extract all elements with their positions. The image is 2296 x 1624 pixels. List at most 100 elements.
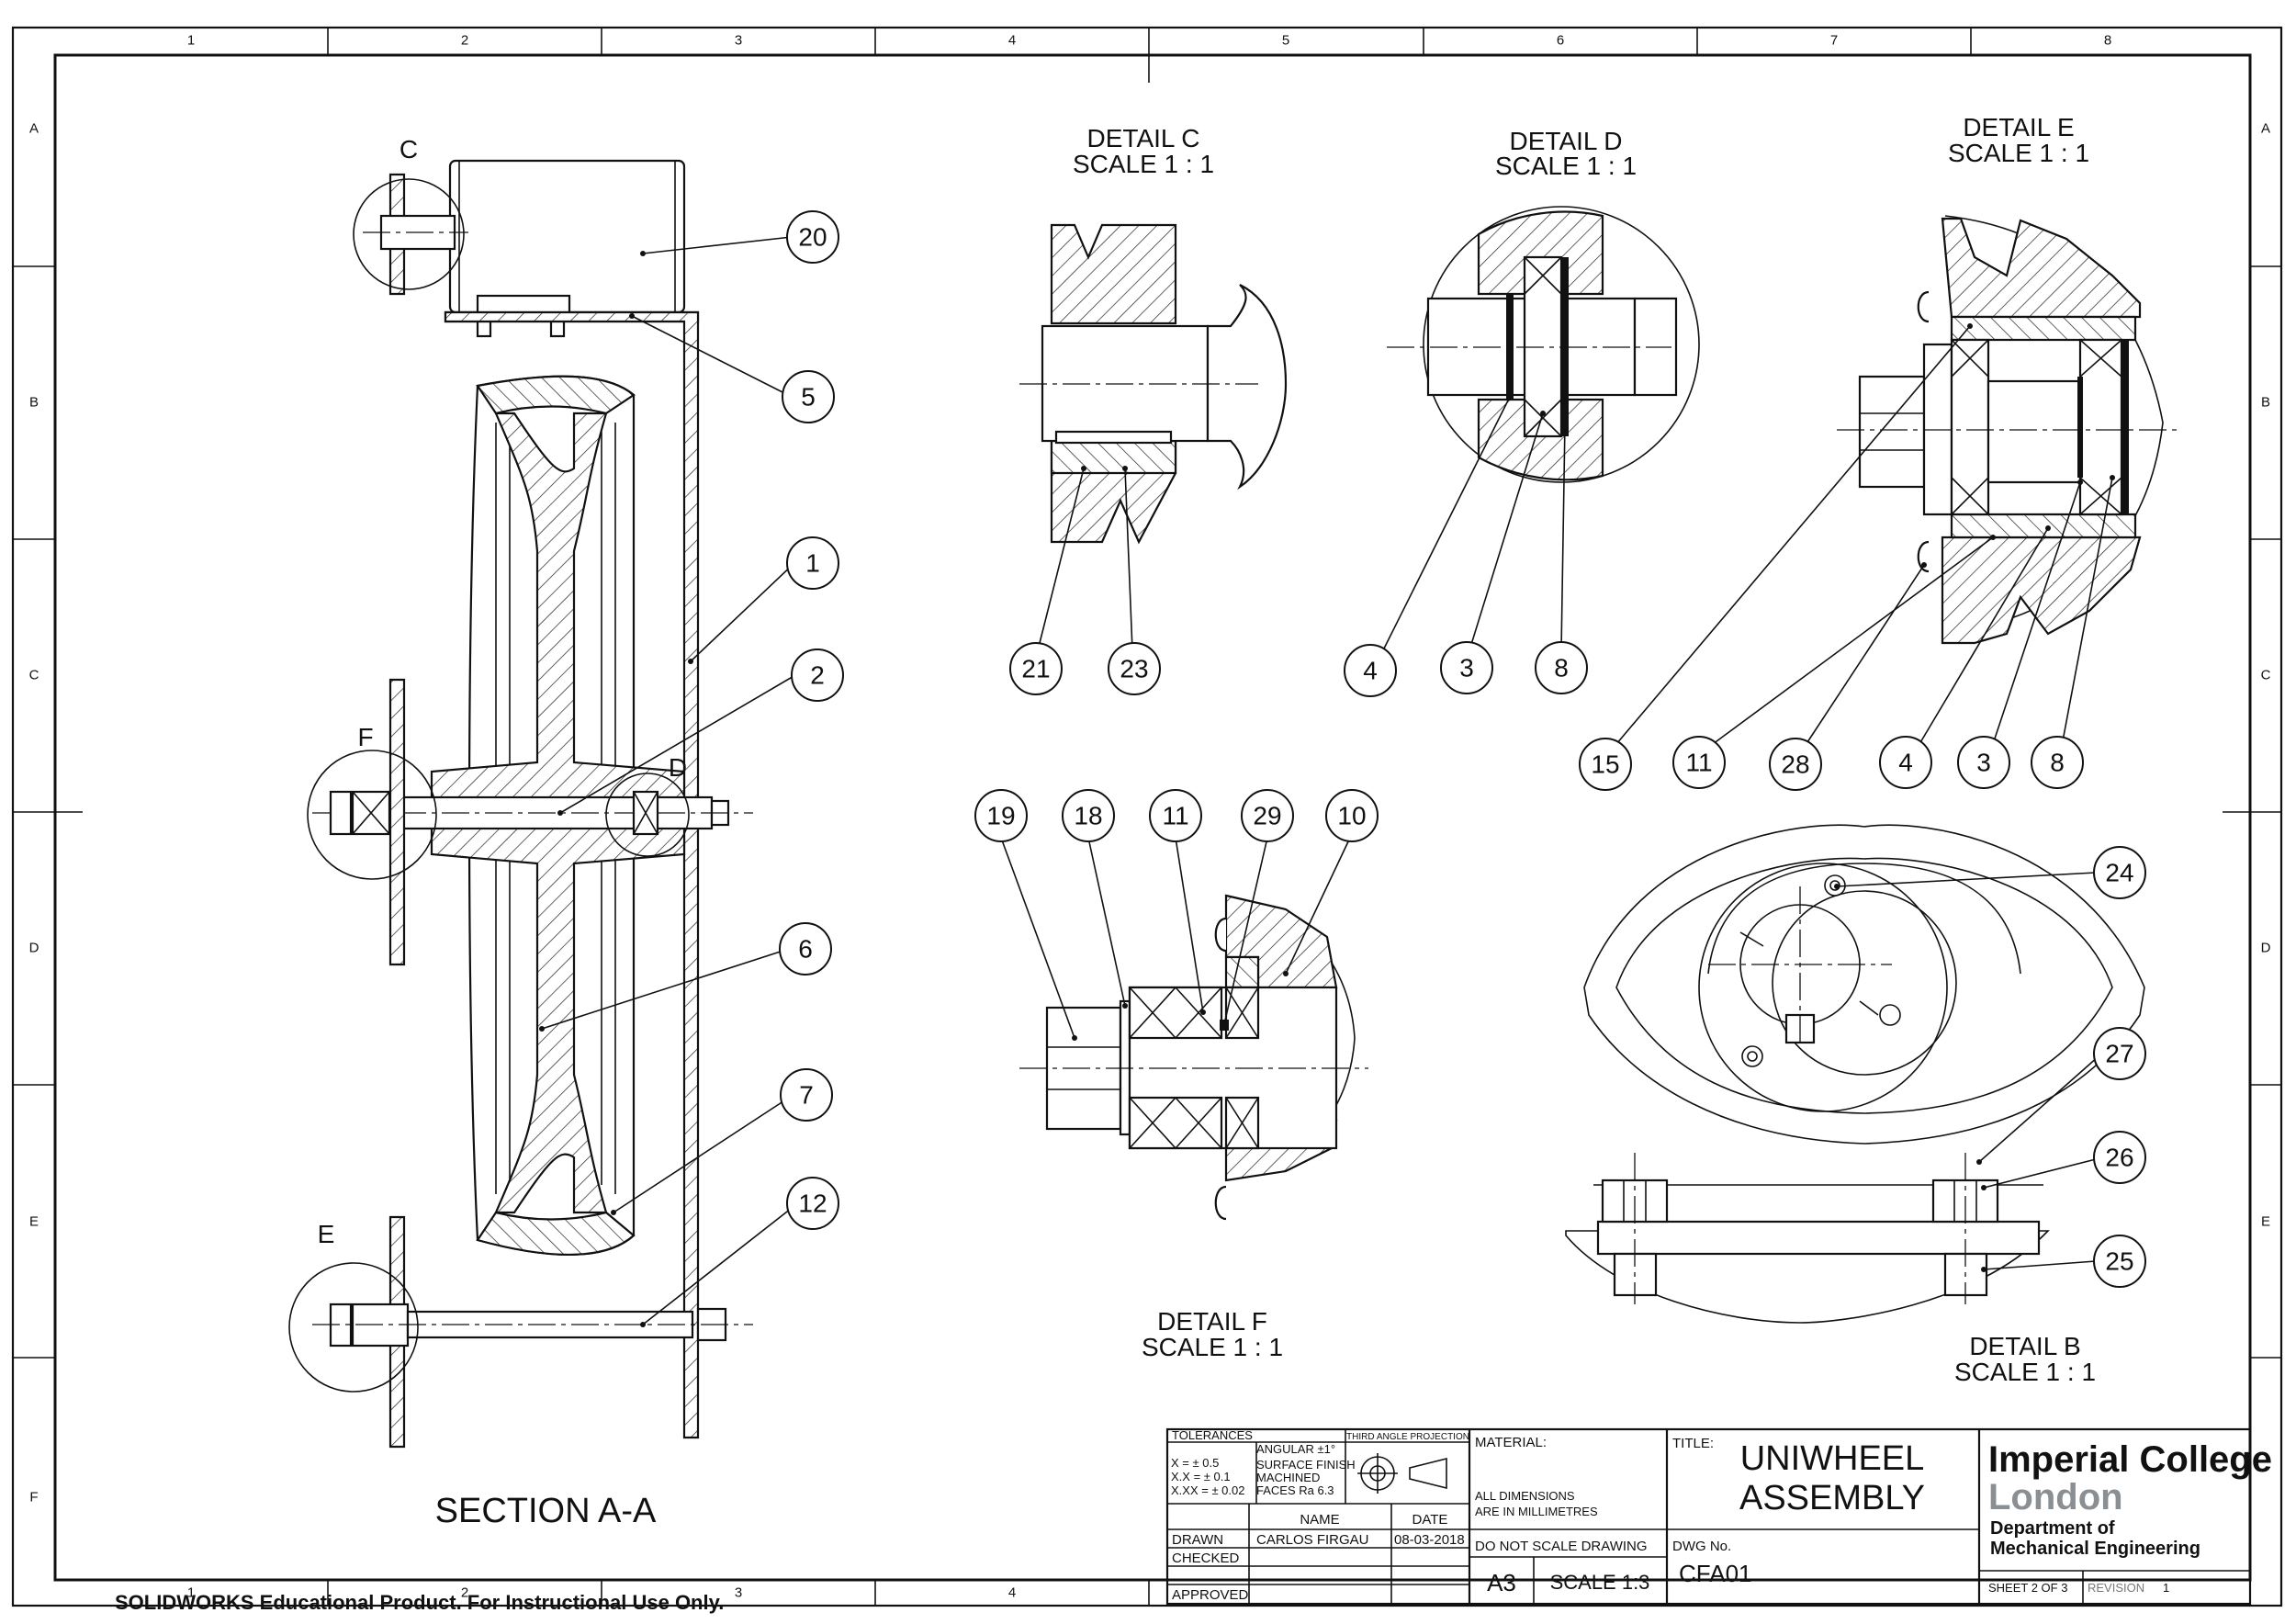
svg-text:3: 3 xyxy=(1459,654,1474,682)
svg-text:5: 5 xyxy=(801,383,816,412)
detail-c-leaders xyxy=(1037,466,1133,651)
detail-f-bearing-top xyxy=(1128,986,1223,1040)
zone-row-a-right: A xyxy=(2261,121,2270,137)
motor-body xyxy=(448,159,686,314)
tb-institution-line1: Imperial College xyxy=(1988,1439,2272,1480)
tb-tol-xx: X.X = ± 0.1 xyxy=(1171,1470,1231,1483)
detail-d-title: DETAIL D xyxy=(1510,127,1623,155)
svg-text:4: 4 xyxy=(1363,657,1378,685)
balloon-3-detail-d: 3 xyxy=(1440,641,1493,694)
tb-are-in-mm: ARE IN MILLIMETRES xyxy=(1475,1505,1598,1518)
zone-row-c: C xyxy=(29,668,39,683)
zone-col-6: 6 xyxy=(1557,33,1564,49)
tb-title-line2: ASSEMBLY xyxy=(1739,1479,1925,1517)
balloon-3-detail-e: 3 xyxy=(1957,736,2010,789)
pulley-f xyxy=(388,678,406,966)
balloon-11-detail-f: 11 xyxy=(1149,789,1202,842)
detail-e-circle xyxy=(288,1262,419,1393)
item-balloons: 20 5 1 2 6 7 12 21 23 4 3 8 15 11 28 4 3… xyxy=(779,210,2146,1288)
zone-col-8: 8 xyxy=(2104,33,2111,49)
detail-e-pulley-top xyxy=(1941,217,2142,319)
svg-text:6: 6 xyxy=(798,935,813,964)
svg-text:18: 18 xyxy=(1074,802,1102,830)
tb-dwg-no: CFA01 xyxy=(1679,1560,1752,1587)
zone-col-3: 3 xyxy=(735,33,742,49)
balloon-28: 28 xyxy=(1769,738,1822,791)
detail-c-pulley-top xyxy=(1050,223,1177,325)
tb-scale: SCALE 1:3 xyxy=(1550,1571,1650,1594)
tb-drawn-date: 08-03-2018 xyxy=(1394,1532,1465,1548)
tb-title-line1: UNIWHEEL xyxy=(1740,1439,1925,1478)
balloon-19: 19 xyxy=(974,789,1028,842)
svg-text:11: 11 xyxy=(1685,749,1712,777)
zone-col-3-bottom: 3 xyxy=(735,1585,742,1601)
third-angle-projection-icon xyxy=(1357,1453,1447,1494)
tb-department-line2: Mechanical Engineering xyxy=(1990,1539,2200,1559)
svg-text:29: 29 xyxy=(1253,802,1281,830)
zone-col-4: 4 xyxy=(1008,33,1016,49)
balloon-1: 1 xyxy=(786,536,839,590)
detail-letter-e: E xyxy=(318,1220,335,1248)
balloon-11-detail-e: 11 xyxy=(1672,736,1726,789)
tb-approved-label: APPROVED xyxy=(1172,1587,1249,1603)
svg-text:12: 12 xyxy=(798,1190,827,1218)
detail-e-leaders xyxy=(1615,323,2115,747)
detail-c-motor-end xyxy=(1206,284,1288,491)
tb-sheet-size: A3 xyxy=(1487,1569,1516,1596)
zone-row-e-right: E xyxy=(2261,1214,2270,1230)
detail-d-circle xyxy=(605,773,690,857)
balloon-18: 18 xyxy=(1062,789,1115,842)
detail-b-title: DETAIL B xyxy=(1969,1332,2080,1360)
balloon-8-detail-e: 8 xyxy=(2031,736,2084,789)
detail-e-view: DETAIL E SCALE 1 : 1 xyxy=(1837,113,2177,645)
zone-row-b: B xyxy=(29,395,39,411)
balloon-4-detail-e: 4 xyxy=(1879,736,1932,789)
balloon-24: 24 xyxy=(2093,846,2146,899)
tb-do-not-scale: DO NOT SCALE DRAWING xyxy=(1475,1539,1648,1554)
svg-text:1: 1 xyxy=(805,549,820,578)
detail-b-view: DETAIL B SCALE 1 : 1 xyxy=(1565,824,2145,1386)
balloon-21: 21 xyxy=(1009,642,1063,695)
svg-text:3: 3 xyxy=(1976,749,1991,777)
svg-text:20: 20 xyxy=(798,223,827,252)
svg-text:11: 11 xyxy=(1162,802,1188,830)
zone-col-7: 7 xyxy=(1830,33,1838,49)
detail-b-leaders xyxy=(1834,872,2099,1272)
detail-e-nut xyxy=(1858,375,1926,489)
title-block: TOLERANCES X = ± 0.5 X.X = ± 0.1 X.XX = … xyxy=(1165,1427,2272,1606)
detail-c-title: DETAIL C xyxy=(1087,124,1200,152)
section-a-a-label: SECTION A-A xyxy=(435,1492,657,1530)
balloon-29: 29 xyxy=(1241,789,1294,842)
frame-bracket xyxy=(444,310,700,1439)
sheet-frame xyxy=(11,26,2283,1607)
balloon-23: 23 xyxy=(1108,642,1161,695)
svg-text:23: 23 xyxy=(1120,655,1148,683)
zone-col-1: 1 xyxy=(187,33,195,49)
balloon-10: 10 xyxy=(1325,789,1379,842)
tb-surface-finish: SURFACE FINISH xyxy=(1256,1458,1356,1472)
detail-c-scale: SCALE 1 : 1 xyxy=(1073,150,1214,178)
solidworks-watermark: SOLIDWORKS Educational Product. For Inst… xyxy=(115,1591,724,1614)
detail-d-scale: SCALE 1 : 1 xyxy=(1495,152,1637,180)
tb-all-dimensions: ALL DIMENSIONS xyxy=(1475,1489,1575,1503)
detail-f-scale: SCALE 1 : 1 xyxy=(1142,1333,1283,1361)
balloon-20: 20 xyxy=(786,210,839,264)
zone-row-e: E xyxy=(29,1214,39,1230)
detail-e-pulley-bottom xyxy=(1941,536,2142,645)
tb-dwg-no-label: DWG No. xyxy=(1672,1539,1731,1554)
section-a-a-leaders xyxy=(539,236,796,1327)
detail-d-circle-boundary xyxy=(1423,206,1700,483)
section-a-a-view: C F D E xyxy=(288,135,753,1530)
svg-text:26: 26 xyxy=(2105,1144,2133,1172)
zone-row-a: A xyxy=(29,121,39,137)
balloon-25: 25 xyxy=(2093,1235,2146,1288)
zone-col-4-bottom: 4 xyxy=(1008,1585,1016,1601)
zone-row-b-right: B xyxy=(2261,395,2270,411)
tb-institution-line2: London xyxy=(1988,1477,2123,1517)
detail-b-base-plate xyxy=(1596,1220,2041,1256)
detail-f-view: DETAIL F SCALE 1 : 1 xyxy=(1019,894,1368,1361)
detail-f-bearing-bottom xyxy=(1128,1096,1223,1150)
tb-name-header: NAME xyxy=(1300,1512,1339,1528)
tb-revision: 1 xyxy=(2163,1581,2169,1595)
tb-material-label: MATERIAL: xyxy=(1475,1435,1547,1450)
